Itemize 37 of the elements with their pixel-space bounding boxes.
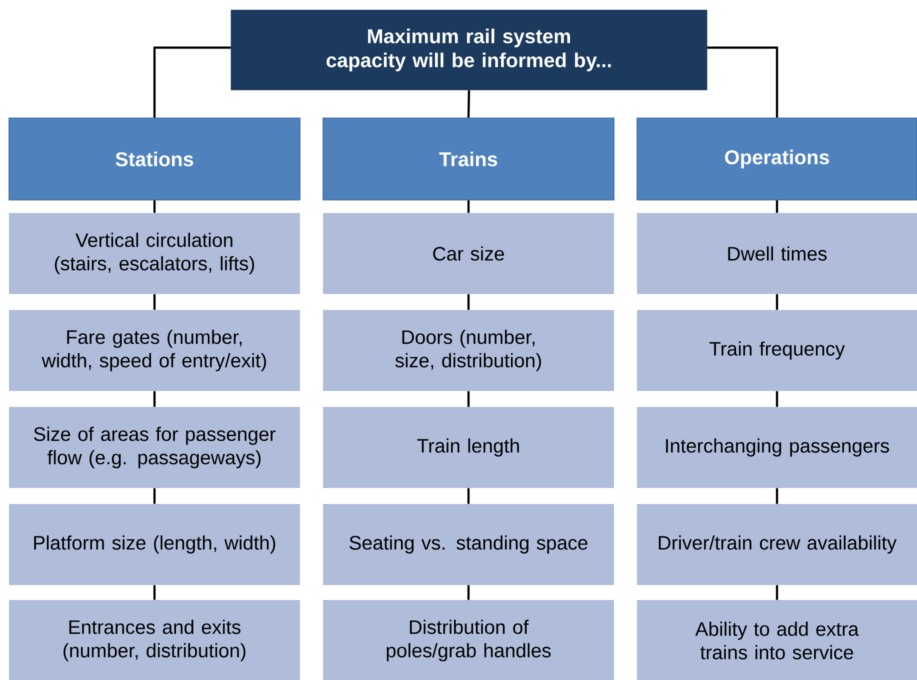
title-box: Maximum rail system capacity will be informed by... <box>230 10 708 90</box>
factor-box: Distribution of poles/grab handles <box>323 600 614 680</box>
connector-line <box>153 294 156 310</box>
connector-line <box>153 200 156 213</box>
connector-line <box>153 585 156 600</box>
connector-line <box>467 294 470 310</box>
factor-box: Train length <box>323 407 614 488</box>
connector-line <box>467 488 470 504</box>
connector-line <box>776 294 778 310</box>
category-header: Stations <box>8 118 300 200</box>
factor-box: Vertical circulation (stairs, escalators, lifts) <box>9 213 300 294</box>
factor-box: Dwell times <box>637 213 917 294</box>
factor-box: Fare gates (number, width, speed of entry/exit) <box>9 310 300 391</box>
factor-box: Entrances and exits (number, distribution) <box>9 600 300 680</box>
connector-line <box>776 391 778 407</box>
factor-box: Doors (number, size, distribution) <box>323 310 614 391</box>
connector-line <box>467 585 470 600</box>
factor-box: Size of areas for passenger flow (e.g. passageways) <box>9 407 300 488</box>
factor-box: Interchanging passengers <box>637 407 917 488</box>
connector-line <box>467 200 470 213</box>
connector-line <box>707 46 778 118</box>
connector-line <box>776 200 778 213</box>
factor-box: Train frequency <box>637 310 917 391</box>
factor-box: Platform size (length, width) <box>9 504 300 585</box>
connector-line <box>467 391 470 407</box>
category-header: Trains <box>322 118 614 200</box>
factor-box: Seating vs. standing space <box>323 504 614 585</box>
connector-line <box>153 488 156 504</box>
connector-line <box>776 488 778 504</box>
category-header: Operations <box>636 118 917 200</box>
connector-line <box>776 585 778 600</box>
connector-line <box>467 90 470 118</box>
connector-line <box>153 46 231 118</box>
factor-box: Ability to add extra trains into service <box>637 600 917 680</box>
connector-line <box>153 391 156 407</box>
factor-box: Driver/train crew availability <box>637 504 917 585</box>
factor-box: Car size <box>323 213 614 294</box>
